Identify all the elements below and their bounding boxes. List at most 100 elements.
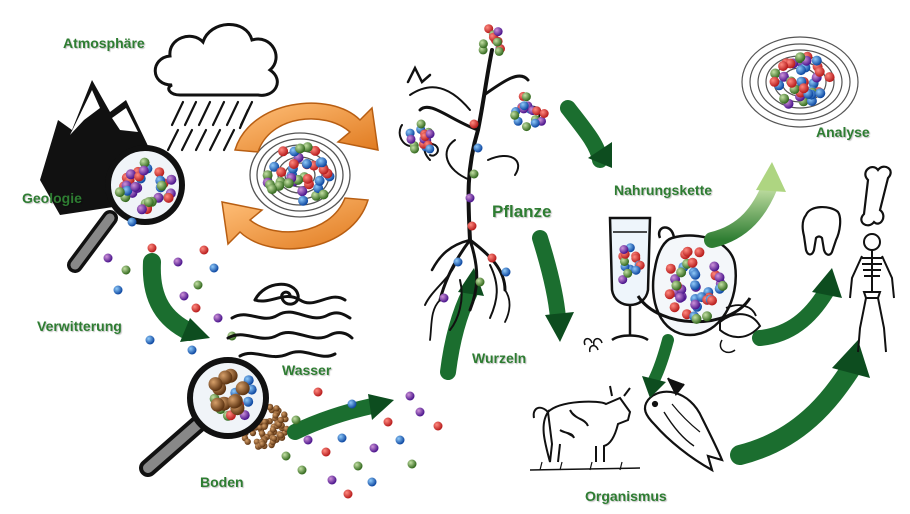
- isotope-ball: [235, 381, 250, 396]
- isotope-ball: [814, 66, 825, 77]
- isotope-ball: [494, 46, 504, 56]
- isotope-ball: [487, 253, 497, 263]
- isotope-ball: [208, 377, 223, 392]
- isotope-ball: [623, 268, 633, 278]
- magnifier-geologie-icon: [67, 145, 185, 273]
- isotope-ball: [191, 303, 201, 313]
- isotope-ball: [631, 253, 641, 263]
- isotope-ball: [113, 285, 123, 295]
- isotope-ball: [314, 175, 325, 186]
- arrow-organismus-to-skelett: [730, 340, 870, 465]
- arrow-boden-to-wurzeln: [287, 394, 394, 440]
- isotope-ball: [295, 143, 306, 154]
- isotope-ball: [522, 122, 531, 132]
- isotope-ball: [136, 204, 147, 215]
- isotope-ball: [795, 52, 806, 63]
- isotope-ball: [114, 187, 125, 198]
- isotope-ball: [521, 92, 531, 102]
- isotope-ball: [327, 475, 337, 485]
- isotope-ball: [139, 157, 150, 168]
- isotope-ball: [493, 27, 503, 37]
- fish-icon: [643, 377, 724, 473]
- isotope-ball: [337, 433, 347, 443]
- isotope-ball: [281, 451, 291, 461]
- isotope-ball: [317, 157, 327, 168]
- isotope-ball: [620, 257, 629, 266]
- isotope-ball: [367, 477, 377, 487]
- isotope-ball: [278, 146, 289, 157]
- isotope-ball: [770, 68, 781, 79]
- isotope-ball: [669, 302, 680, 313]
- isotope-ball: [262, 170, 273, 181]
- isotope-ball: [291, 415, 301, 425]
- isotope-ball: [199, 245, 209, 255]
- isotope-ball: [484, 24, 494, 34]
- scattered-isotopes-soil: [281, 387, 443, 499]
- isotope-ball: [283, 178, 294, 189]
- tooth-icon: [801, 206, 842, 256]
- isotope-ball: [690, 269, 701, 280]
- isotope-ball: [227, 394, 242, 409]
- isotope-ball: [709, 261, 720, 272]
- isotope-ball: [163, 192, 174, 203]
- isotope-ball: [811, 55, 822, 66]
- isotope-ball: [127, 217, 137, 227]
- isotope-ball: [779, 93, 790, 104]
- isotope-ball: [682, 246, 693, 257]
- isotope-ball: [121, 265, 131, 275]
- isotope-ball: [347, 399, 357, 409]
- isotope-ball: [778, 61, 789, 71]
- isotope-ball: [473, 143, 483, 153]
- isotope-ball: [407, 459, 417, 469]
- label-pflanze: Pflanze: [492, 202, 552, 221]
- arrow-nahrungskette-to-analyse: [704, 162, 786, 248]
- isotope-ball: [213, 313, 223, 323]
- isotope-ball: [690, 299, 701, 310]
- isotope-ball: [510, 110, 520, 120]
- label-wurzeln: Wurzeln: [472, 350, 527, 366]
- isotope-ball: [125, 169, 136, 180]
- scattered-isotopes-weathering: [103, 217, 237, 355]
- isotope-ball: [539, 109, 549, 118]
- arrow-nahrungskette-to-fisch: [642, 334, 674, 398]
- skeleton-icon: [849, 233, 895, 353]
- soil-particle: [259, 440, 266, 448]
- label-verwitterung: Verwitterung: [37, 318, 122, 334]
- isotope-ball: [501, 267, 511, 277]
- isotope-ball: [798, 83, 809, 94]
- isotope-ball: [478, 39, 488, 49]
- isotope-ball: [302, 173, 313, 184]
- isotope-ball: [631, 265, 641, 275]
- isotope-ball: [369, 443, 379, 453]
- isotope-ball: [302, 142, 313, 153]
- isotope-ball: [193, 280, 203, 290]
- isotope-ball: [310, 145, 321, 156]
- label-analyse: Analyse: [816, 124, 870, 140]
- isotope-ball: [687, 257, 698, 268]
- plant-grapevine-icon: [398, 48, 541, 341]
- isotope-ball: [691, 313, 702, 324]
- isotope-ball: [405, 391, 415, 401]
- isotope-ball: [796, 65, 806, 76]
- magnifier-boden-icon: [139, 357, 290, 477]
- isotope-ball: [707, 295, 717, 306]
- soil-particle: [277, 432, 284, 439]
- isotope-ball: [492, 37, 502, 47]
- isotope-ball: [475, 277, 485, 287]
- isotope-ball: [138, 165, 149, 176]
- isotope-ball: [166, 174, 177, 185]
- isotope-ball: [416, 119, 426, 129]
- isotope-ball: [786, 77, 797, 88]
- soil-particle: [270, 435, 278, 442]
- isotope-ball: [467, 221, 477, 231]
- isotope-ball: [453, 257, 463, 267]
- isotope-ball: [406, 134, 416, 144]
- isotope-ball: [298, 195, 309, 206]
- isotope-ball: [395, 435, 405, 445]
- soil-particle: [269, 426, 277, 433]
- isotope-ball: [301, 158, 312, 169]
- isotope-ball: [530, 118, 540, 128]
- isotope-ball: [664, 289, 675, 300]
- isotope-ball: [154, 167, 165, 178]
